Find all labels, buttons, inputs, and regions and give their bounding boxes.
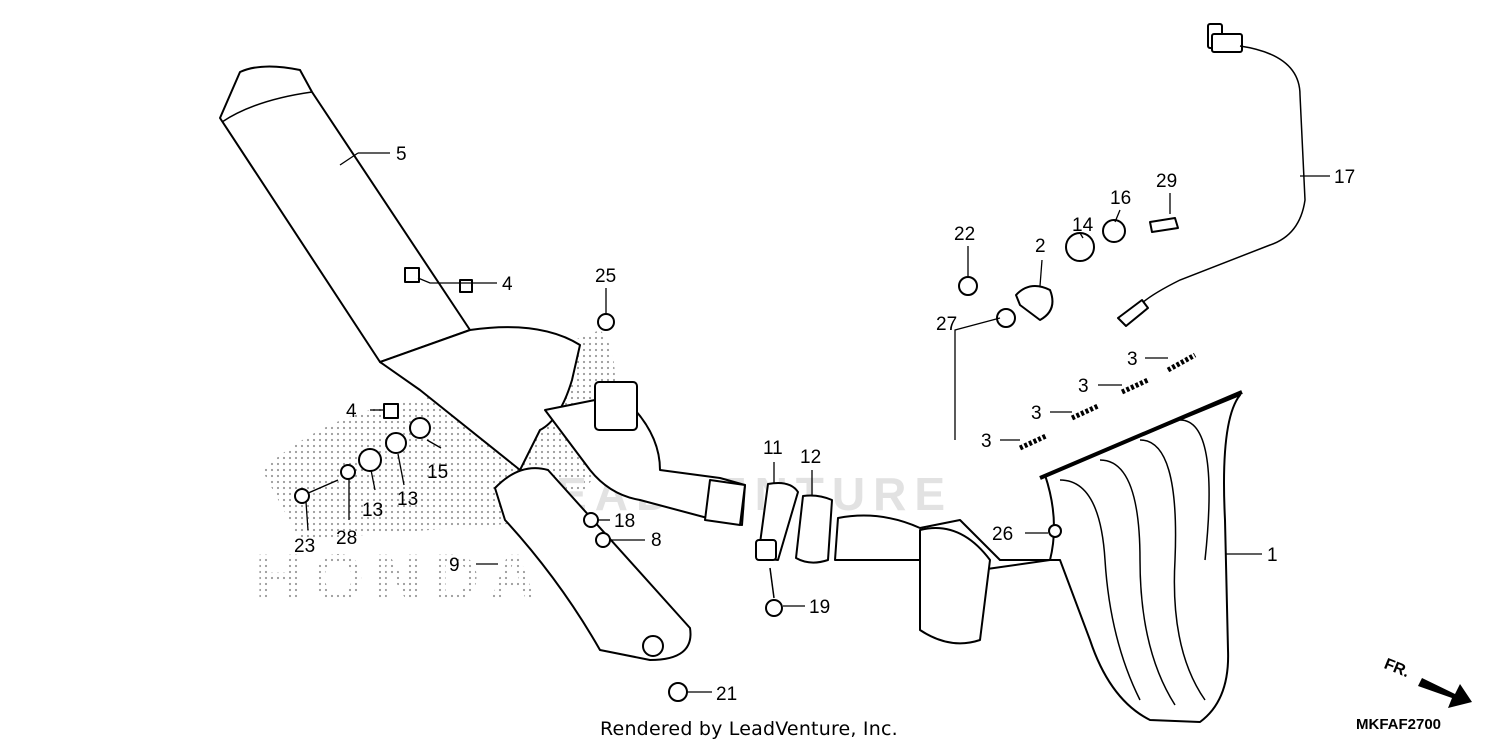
callout-19: 19: [809, 597, 830, 618]
callout-5: 5: [396, 144, 407, 165]
callout-29: 29: [1156, 171, 1177, 192]
callout-23: 23: [294, 536, 315, 557]
callout-14: 14: [1072, 215, 1094, 236]
sensor-mount-parts[interactable]: [958, 217, 1179, 328]
callout-13-left: 13: [362, 500, 383, 521]
callout-9: 9: [449, 555, 460, 576]
callout-13-right: 13: [397, 489, 418, 510]
callout-28: 28: [336, 528, 357, 549]
diagram-code: MKFAF2700: [1356, 716, 1442, 733]
callout-3-a: 3: [1127, 349, 1138, 370]
callout-25: 25: [595, 266, 616, 287]
callout-15: 15: [427, 462, 448, 483]
callout-22: 22: [954, 224, 975, 245]
callout-21: 21: [716, 684, 737, 705]
callouts: 5 4 25 4 15 13 13 28 23 18 8 9 21 11 12 …: [294, 144, 1355, 705]
exhaust-manifold-part[interactable]: [834, 390, 1243, 723]
callout-1: 1: [1267, 545, 1278, 566]
callout-4-lower: 4: [346, 401, 357, 422]
gasket-part[interactable]: [795, 494, 833, 564]
callout-2: 2: [1035, 236, 1046, 257]
callout-3-b: 3: [1078, 376, 1089, 397]
rendered-by-credit: Rendered by LeadVenture, Inc.: [600, 718, 898, 740]
callout-8: 8: [651, 530, 662, 551]
o2-sensor-part[interactable]: [1117, 23, 1306, 327]
front-label: FR.: [1382, 656, 1412, 681]
honda-watermark-text: HONDA: [255, 540, 547, 614]
callout-16: 16: [1110, 188, 1131, 209]
bolt-19-part[interactable]: [765, 567, 783, 617]
callout-4-upper: 4: [502, 274, 513, 295]
callout-3-d: 3: [981, 431, 992, 452]
small-hardware-left[interactable]: [294, 267, 1062, 702]
callout-11: 11: [763, 438, 783, 459]
callout-12: 12: [800, 447, 821, 468]
callout-18: 18: [614, 511, 635, 532]
front-arrow-icon: FR.: [1382, 656, 1472, 708]
callout-27: 27: [936, 314, 957, 335]
leader-lines: [305, 152, 1330, 693]
heat-shield-part[interactable]: [494, 467, 692, 661]
callout-17: 17: [1334, 167, 1355, 188]
callout-26: 26: [992, 524, 1013, 545]
mid-pipe-part[interactable]: [544, 381, 746, 526]
gasket-3-set[interactable]: [1018, 352, 1197, 451]
muffler-part[interactable]: [219, 65, 581, 471]
callout-3-c: 3: [1031, 403, 1042, 424]
